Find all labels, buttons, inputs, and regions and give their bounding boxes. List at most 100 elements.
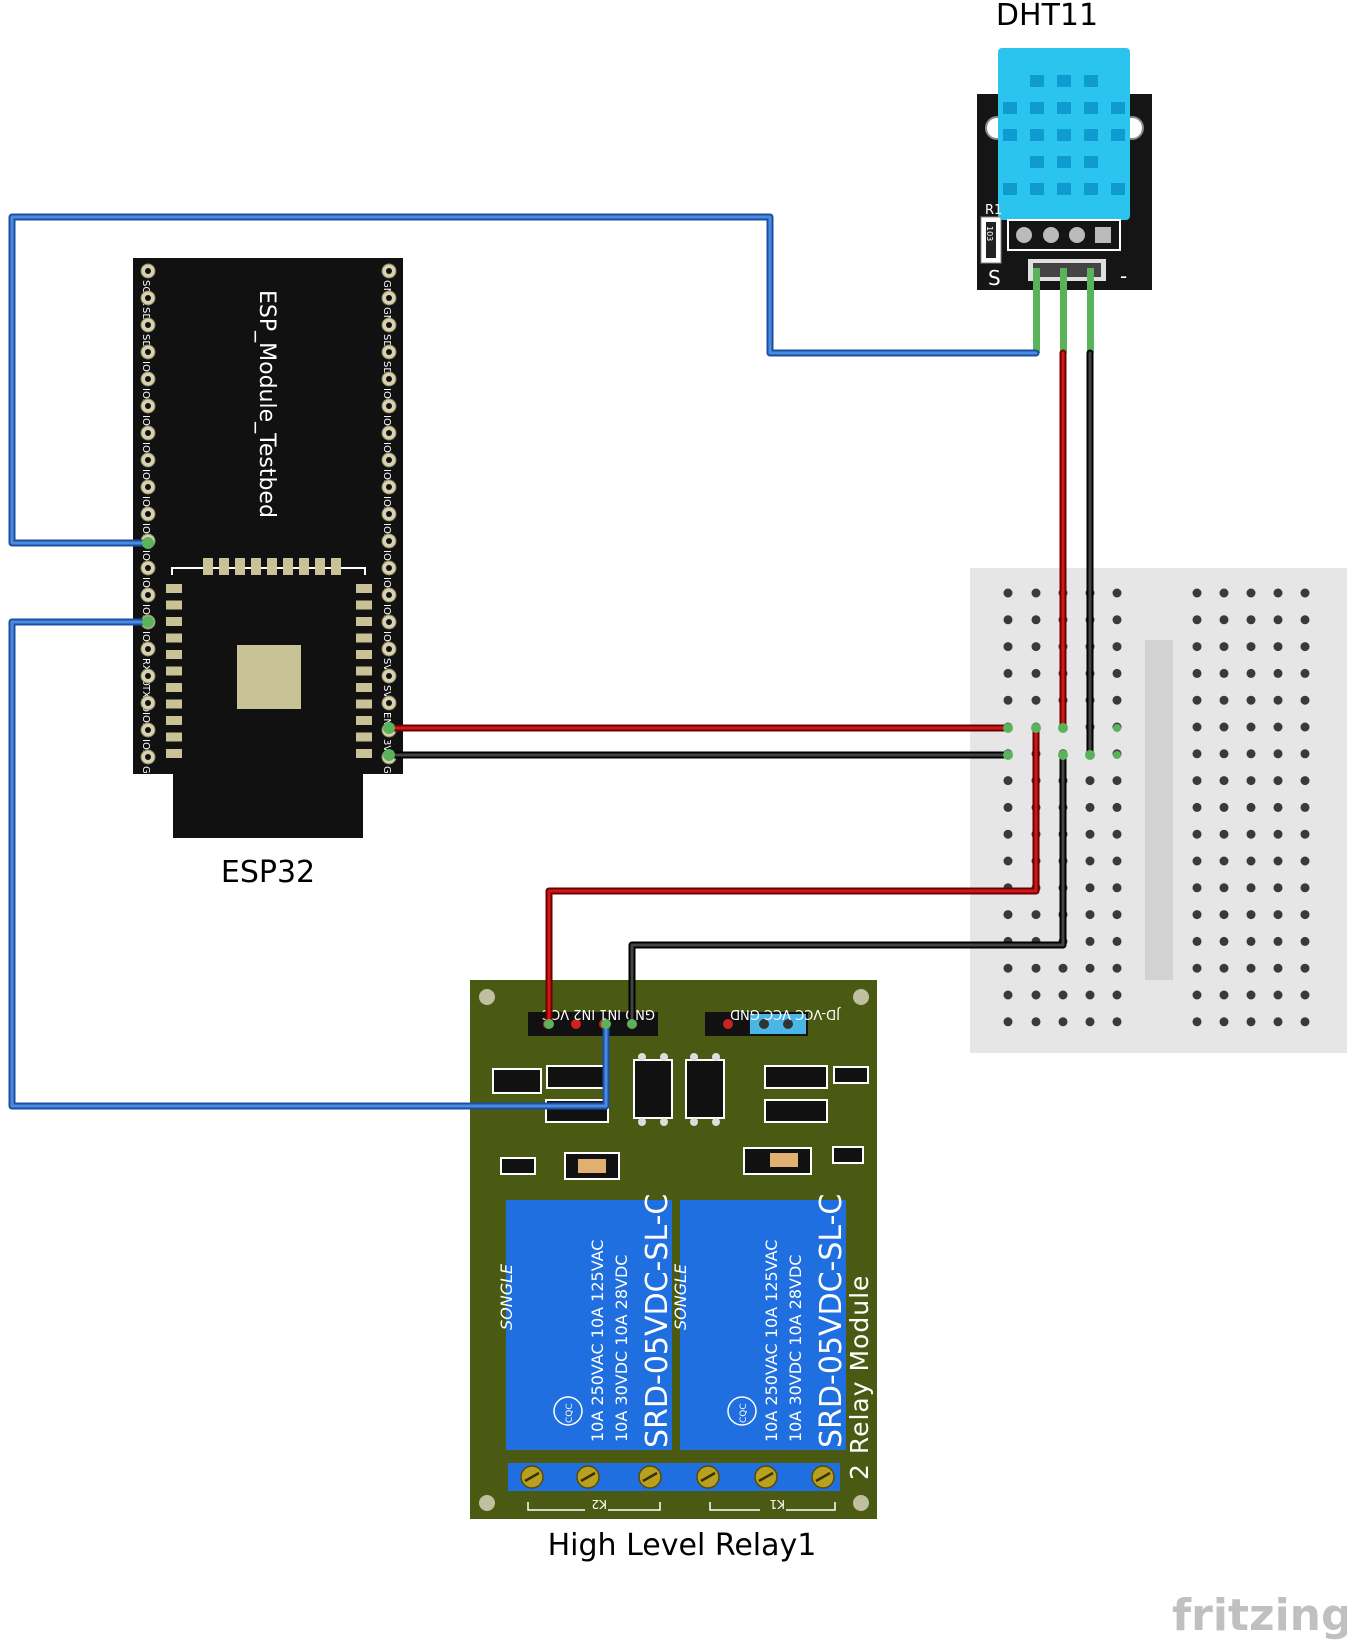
fritzing-watermark: fritzing: [1172, 1590, 1347, 1641]
esp32-module-name: ESP_Module_Testbed: [254, 290, 279, 518]
breadboard-hole: [1300, 856, 1310, 866]
breadboard-hole: [1300, 963, 1310, 973]
vent-slot: [1084, 102, 1098, 114]
breadboard-hole: [1300, 936, 1310, 946]
esp32-pin-label: SVP: [381, 685, 392, 704]
breadboard-hole: [1031, 642, 1041, 652]
breadboard-hole: [1300, 829, 1310, 839]
breadboard-hole: [1003, 910, 1013, 920]
breadboard-hole: [1085, 883, 1095, 893]
breadboard-hole: [1273, 936, 1283, 946]
breadboard-hole: [1246, 749, 1256, 759]
breadboard-hole: [1219, 588, 1229, 598]
esp32-board: SCLKSD0SD1IO15IO2IO0IO4IO16IO17IO5IO18IO…: [133, 258, 403, 838]
breadboard-hole: [1085, 910, 1095, 920]
breadboard-hole: [1085, 990, 1095, 1000]
esp32-pin-label: SD3: [381, 334, 392, 354]
breadboard-hole: [1273, 990, 1283, 1000]
breadboard-hole: [1112, 936, 1122, 946]
breadboard-hole: [1273, 642, 1283, 652]
esp32-label: ESP32: [221, 855, 315, 890]
breadboard-hole: [1219, 1017, 1229, 1027]
esp32-usb-block: [173, 774, 363, 838]
dht11-pin-minus: -: [1120, 264, 1127, 288]
esp32-pin-label: SD1: [140, 334, 151, 354]
breadboard-hole: [1219, 642, 1229, 652]
breadboard-hole: [1246, 963, 1256, 973]
breadboard-hole: [1192, 588, 1202, 598]
breadboard-hole: [1112, 776, 1122, 786]
dht11-vents: [1003, 75, 1125, 195]
breadboard-hole: [1273, 588, 1283, 598]
breadboard-hole: [1300, 668, 1310, 678]
breadboard-hole: [1300, 802, 1310, 812]
breadboard-hole: [1112, 883, 1122, 893]
breadboard-hole: [1219, 990, 1229, 1000]
breadboard-hole: [1219, 615, 1229, 625]
breadboard-hole: [1246, 642, 1256, 652]
relay-module: GND IN1 IN2 VCC JD-VCC VCC GND SONGLE: [470, 980, 877, 1519]
esp32-pin-label: IO0: [140, 415, 151, 432]
breadboard-hole: [1273, 722, 1283, 732]
breadboard-hole: [1219, 802, 1229, 812]
breadboard-hole: [1192, 963, 1202, 973]
breadboard-hole: [1273, 615, 1283, 625]
breadboard-hole: [1273, 829, 1283, 839]
breadboard-hole: [1003, 642, 1013, 652]
breadboard-hole: [1192, 749, 1202, 759]
breadboard-hole: [1192, 1017, 1202, 1027]
relay-label: High Level Relay1: [548, 1528, 817, 1563]
vent-slot: [1057, 156, 1071, 168]
dht11-leg-s: [1033, 268, 1040, 353]
breadboard-hole: [1246, 910, 1256, 920]
breadboard-hole: [1192, 668, 1202, 678]
breadboard-hole: [1192, 642, 1202, 652]
breadboard-hole: [1003, 695, 1013, 705]
breadboard-hole: [1192, 883, 1202, 893]
relay-right-line1: 10A 250VAC 10A 125VAC: [762, 1240, 781, 1442]
vent-slot: [1057, 183, 1071, 195]
breadboard-hole: [1031, 910, 1041, 920]
breadboard-hole: [1246, 883, 1256, 893]
breadboard-hole: [1219, 776, 1229, 786]
breadboard-hole: [1112, 802, 1122, 812]
breadboard-hole: [1219, 829, 1229, 839]
vent-slot: [1003, 183, 1017, 195]
breadboard-hole: [1246, 990, 1256, 1000]
breadboard-hole: [1003, 668, 1013, 678]
breadboard-hole: [1273, 695, 1283, 705]
breadboard-hole: [1192, 856, 1202, 866]
breadboard-hole: [1300, 990, 1310, 1000]
breadboard-hole: [1112, 615, 1122, 625]
esp32-chip-pads: [166, 584, 372, 758]
breadboard-hole: [1246, 1017, 1256, 1027]
breadboard-hole: [1246, 668, 1256, 678]
breadboard-hole: [1300, 615, 1310, 625]
breadboard-hole: [1300, 722, 1310, 732]
relay-left-cert: CQC: [565, 1403, 575, 1423]
breadboard-hole: [1112, 642, 1122, 652]
breadboard-hole: [1273, 963, 1283, 973]
relay-left-brand: SONGLE: [497, 1263, 516, 1330]
vent-slot: [1003, 129, 1017, 141]
breadboard-hole: [1246, 776, 1256, 786]
breadboard-hole: [1219, 856, 1229, 866]
breadboard-hole: [1031, 615, 1041, 625]
breadboard-hole: [1300, 588, 1310, 598]
relay-right-line2: 10A 30VDC 10A 28VDC: [786, 1255, 805, 1442]
dht11-label: DHT11: [996, 0, 1098, 33]
terminal-k1-label: K1: [769, 1497, 785, 1511]
wires: [8, 213, 1121, 1110]
cqc-mark-icon: [727, 1396, 757, 1426]
breadboard-hole: [1246, 695, 1256, 705]
resistor-code: 103: [985, 226, 994, 241]
vent-slot: [1030, 156, 1044, 168]
esp32-pin-label: IO5: [140, 523, 151, 540]
breadboard-hole: [1003, 963, 1013, 973]
breadboard-hole: [1192, 990, 1202, 1000]
vent-slot: [1057, 129, 1071, 141]
vent-slot: [1030, 75, 1044, 87]
breadboard-hole: [1273, 776, 1283, 786]
relay-right-cert: CQC: [739, 1403, 749, 1423]
relay-left-body: [506, 1200, 672, 1450]
